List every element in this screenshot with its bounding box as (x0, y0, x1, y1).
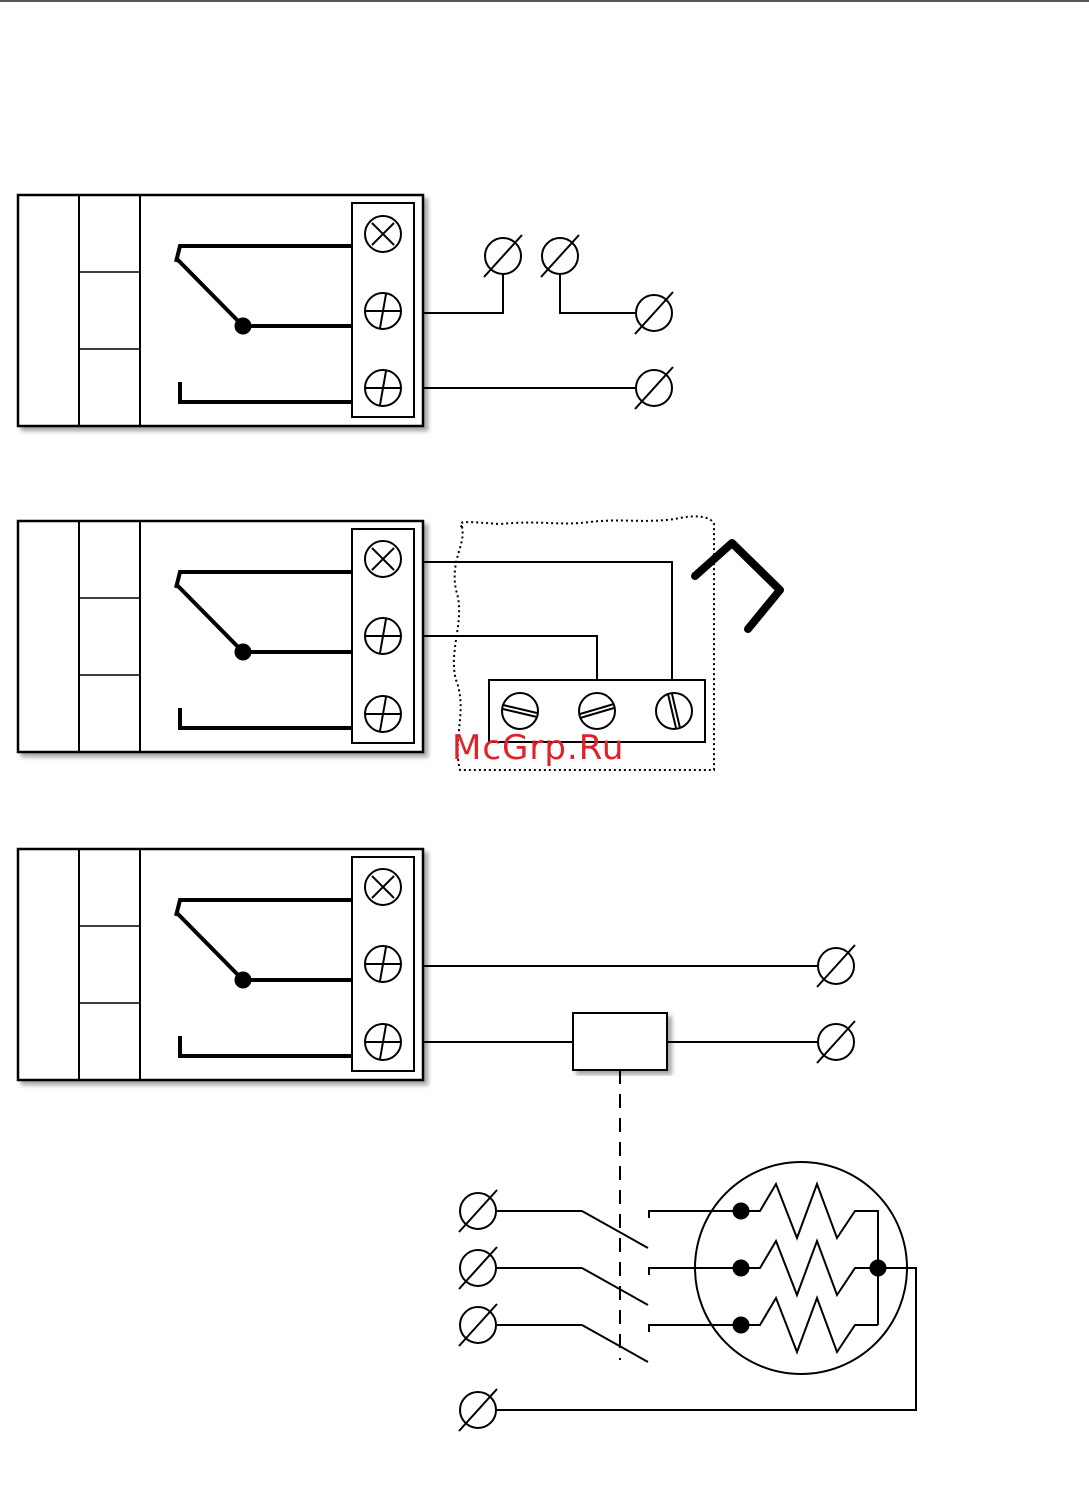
screw-strip-c (656, 693, 692, 729)
contactor-coil (573, 1013, 667, 1070)
common-pivot-1 (235, 318, 251, 334)
screw-1c (365, 370, 401, 406)
screw-2b (365, 618, 401, 654)
screw-3b (365, 946, 401, 982)
diagram-3 (18, 849, 916, 1431)
terminal-symbol (635, 292, 673, 334)
terminal-symbol (459, 1190, 497, 1232)
screw-3c (365, 1024, 401, 1060)
terminal-symbol (541, 235, 579, 277)
hook-icon (695, 543, 780, 629)
terminal-symbol (635, 367, 673, 409)
screw-strip-a (502, 693, 538, 729)
screw-1a (365, 216, 401, 252)
screw-strip-b (579, 693, 615, 729)
heating-elements (741, 1184, 878, 1352)
terminal-symbol (459, 1304, 497, 1346)
watermark: McGrp.Ru (452, 728, 624, 768)
terminal-symbol (484, 235, 522, 277)
diagram-1 (18, 195, 673, 426)
screw-1b (365, 293, 401, 329)
terminal-symbol (459, 1247, 497, 1289)
screw-2a (365, 541, 401, 577)
terminal-symbol (817, 1021, 855, 1063)
diagram-2 (18, 516, 780, 770)
screw-2c (365, 696, 401, 732)
terminal-symbol (459, 1389, 497, 1431)
screw-3a (365, 869, 401, 905)
neutral-wire (497, 1268, 916, 1410)
terminal-symbol (817, 945, 855, 987)
